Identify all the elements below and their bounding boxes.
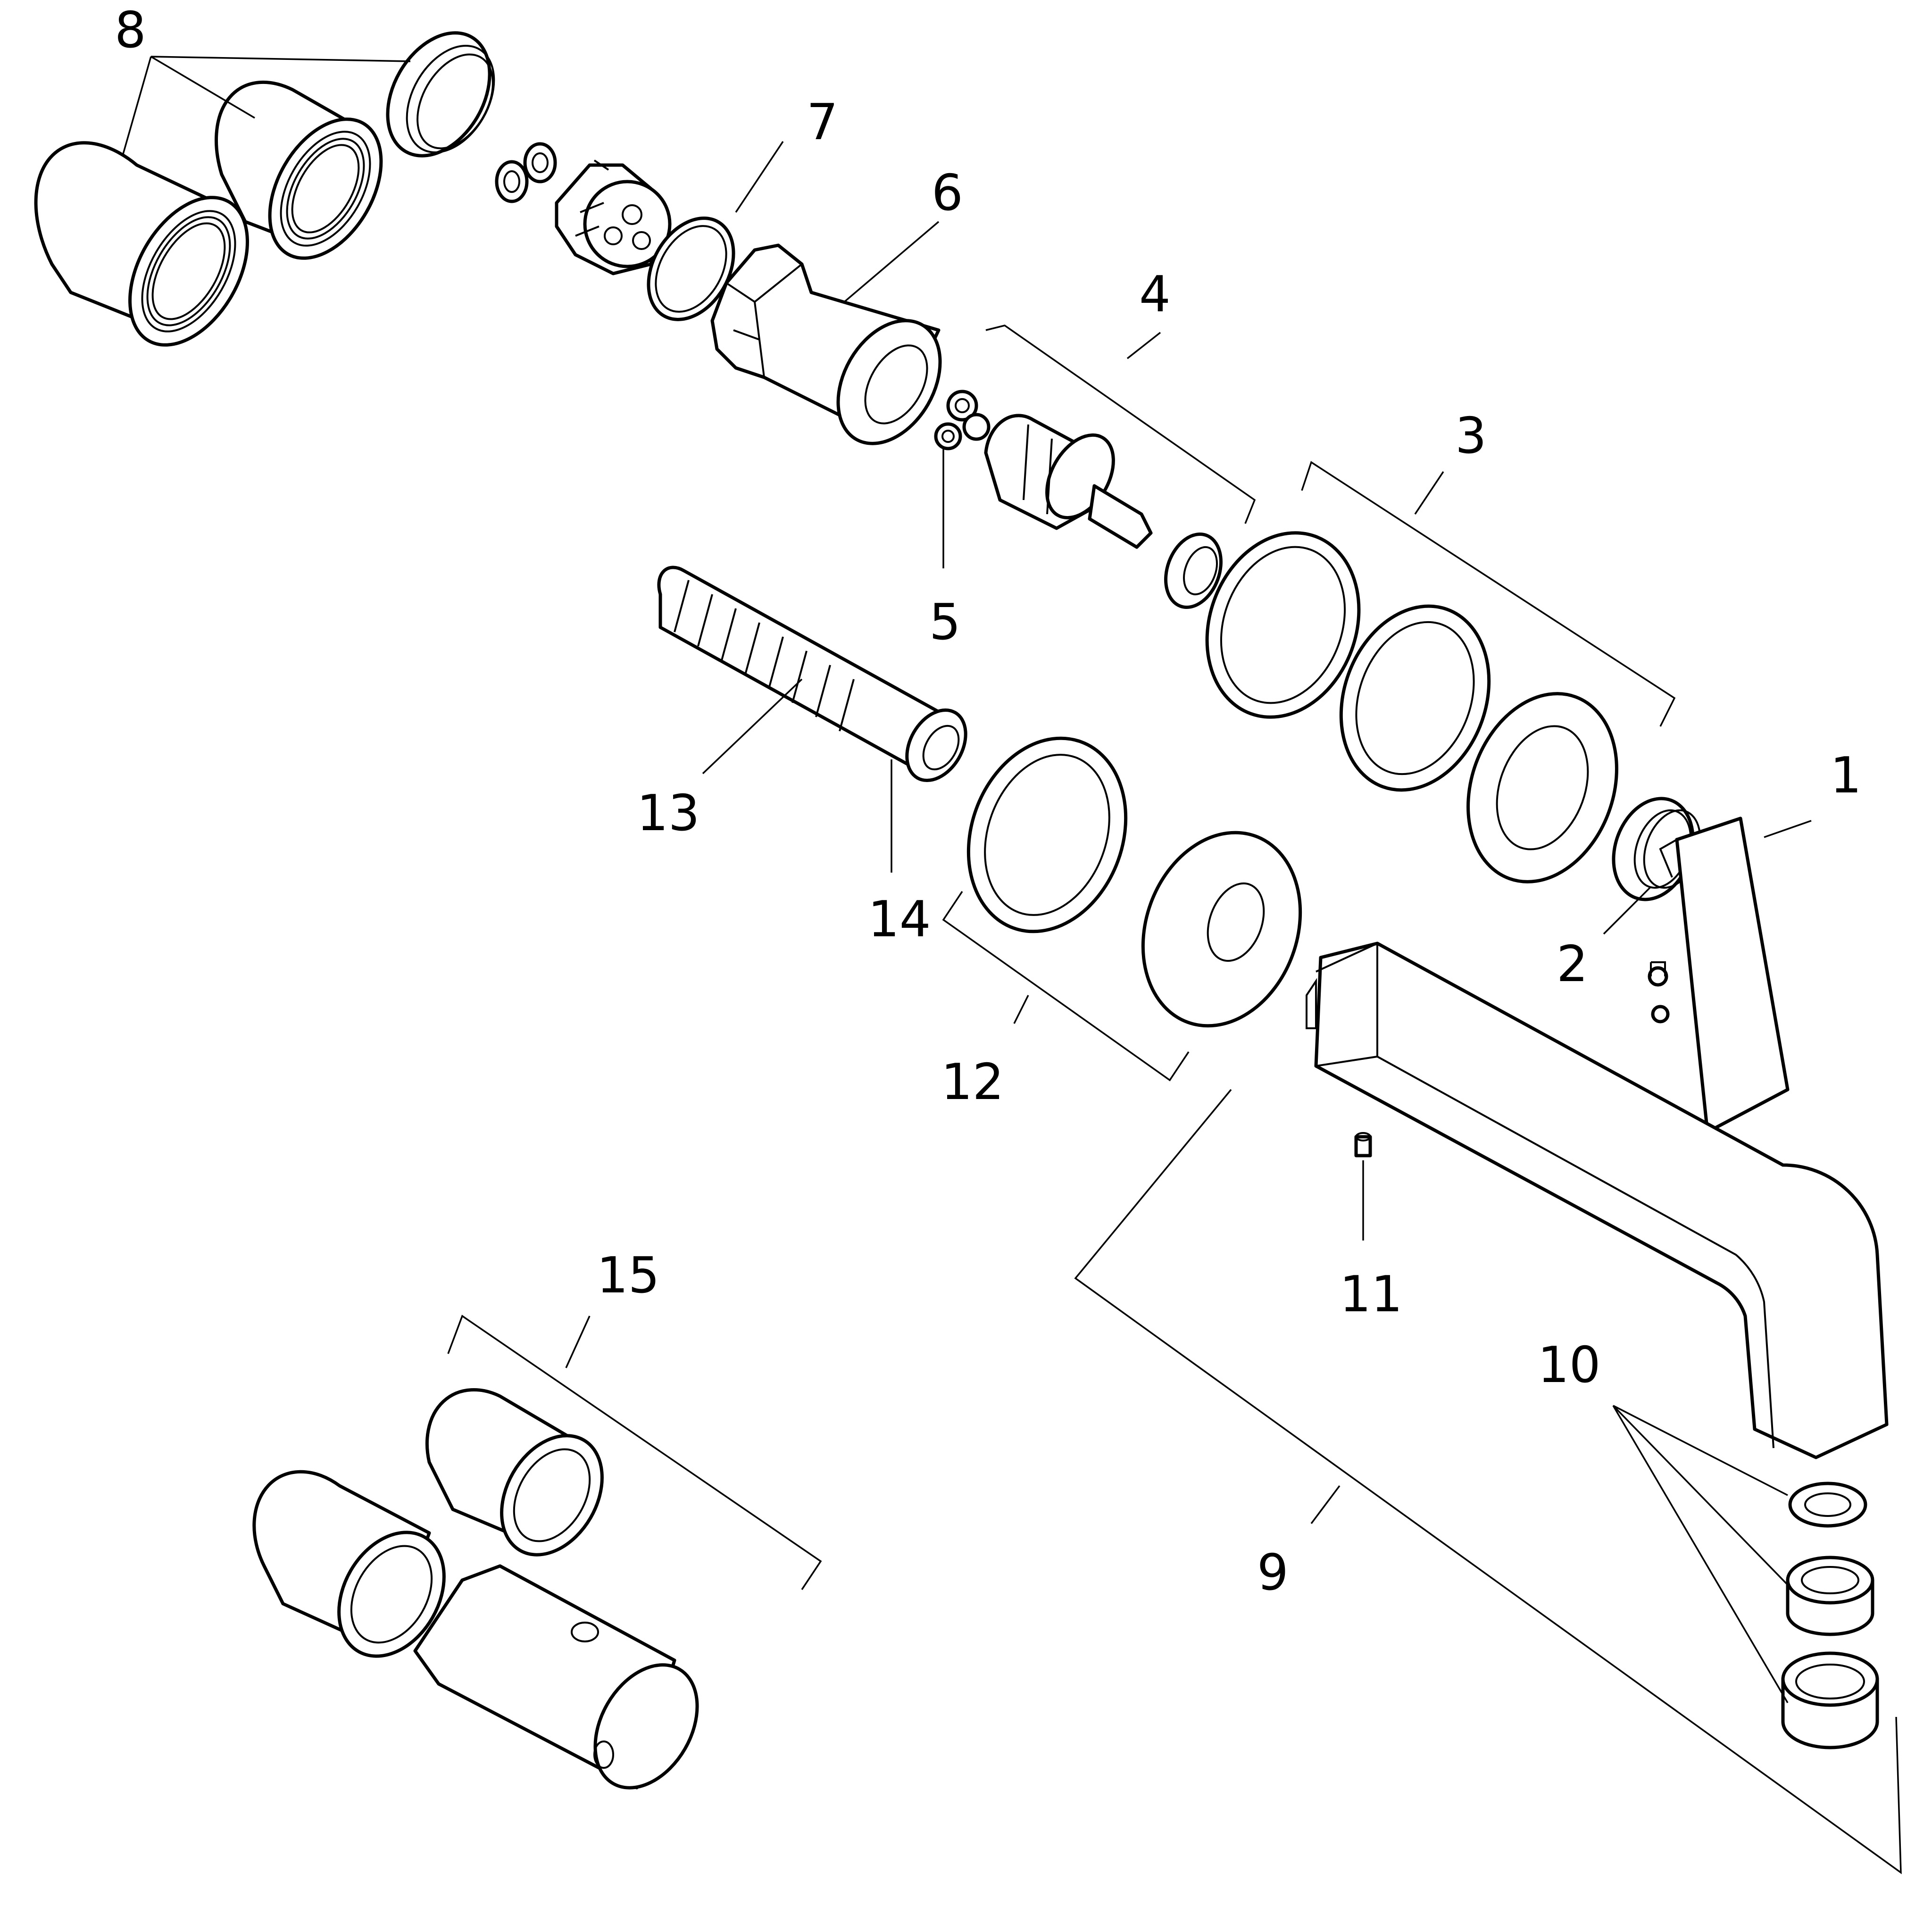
- callout-15: 15: [597, 1247, 660, 1304]
- sleeve-large: [34, 141, 249, 347]
- callout-4: 4: [1139, 266, 1171, 323]
- sleeve-medium: [215, 80, 383, 260]
- part-6-housing: [710, 243, 942, 445]
- callout-13: 13: [637, 784, 700, 842]
- sleeve-set-upper: [425, 1388, 604, 1557]
- rosette-thick: [1466, 692, 1618, 883]
- leader-10: [1612, 1405, 1789, 1703]
- part-9-spout: [1306, 941, 1889, 1459]
- double-oring-small: [495, 142, 557, 203]
- part-12-rosettes: [966, 736, 1302, 1028]
- aerator-washer: [1788, 1482, 1867, 1528]
- rosette-thin: [1205, 531, 1361, 719]
- cartridge-ring: [1164, 533, 1223, 609]
- leader-2: [1603, 886, 1652, 935]
- callout-numbers: 8 7 6 4 5 3 1 2 13 14 12 11 10 9 15: [115, 1, 1862, 1601]
- callout-8: 8: [115, 1, 146, 59]
- part-5-seal: [934, 390, 991, 450]
- rosette-medium: [1339, 604, 1491, 792]
- part-8-threaded-sleeves: [34, 31, 495, 347]
- callout-5: 5: [929, 593, 961, 651]
- leader-15: [447, 1315, 822, 1590]
- grub-screw-upper: [1648, 961, 1670, 1024]
- callout-6: 6: [932, 164, 963, 222]
- rosette-disc: [1141, 831, 1302, 1028]
- diverter-insert: [555, 159, 672, 275]
- part-1-lever: [1659, 816, 1790, 1134]
- callout-10: 10: [1538, 1336, 1601, 1394]
- callout-2: 2: [1557, 935, 1588, 993]
- leader-3: [1301, 461, 1676, 727]
- callout-14: 14: [868, 891, 931, 948]
- callout-9: 9: [1257, 1544, 1289, 1601]
- part-3-rosettes: [1205, 531, 1618, 883]
- leader-13: [702, 678, 803, 774]
- aerator-housing: [1781, 1651, 1879, 1749]
- aerator-insert: [1786, 1556, 1874, 1636]
- sleeve-set-tube: [413, 1564, 699, 1790]
- rosette-ring: [966, 736, 1128, 933]
- leader-6: [843, 221, 940, 303]
- leader-7: [735, 141, 784, 213]
- leader-1: [1764, 820, 1812, 838]
- part-10-aerator: [1781, 1482, 1879, 1749]
- part-11-screw: [1354, 1132, 1372, 1158]
- part-4-cartridge: [984, 414, 1223, 609]
- part-15-sleeve-set: [252, 1388, 699, 1790]
- part-13-extension: [657, 566, 967, 783]
- sleeve-set-lower: [252, 1470, 446, 1658]
- sleeve-short: [386, 31, 495, 158]
- leader-9: [1074, 1089, 1902, 1874]
- leader-lines: [122, 56, 1902, 1874]
- leader-12: [942, 891, 1190, 1082]
- callout-12: 12: [941, 1053, 1004, 1111]
- leader-4: [985, 325, 1256, 524]
- callout-1: 1: [1830, 747, 1862, 804]
- leader-8: [122, 56, 411, 156]
- callout-11: 11: [1340, 1266, 1403, 1323]
- callout-3: 3: [1455, 407, 1487, 465]
- callout-7: 7: [807, 93, 838, 151]
